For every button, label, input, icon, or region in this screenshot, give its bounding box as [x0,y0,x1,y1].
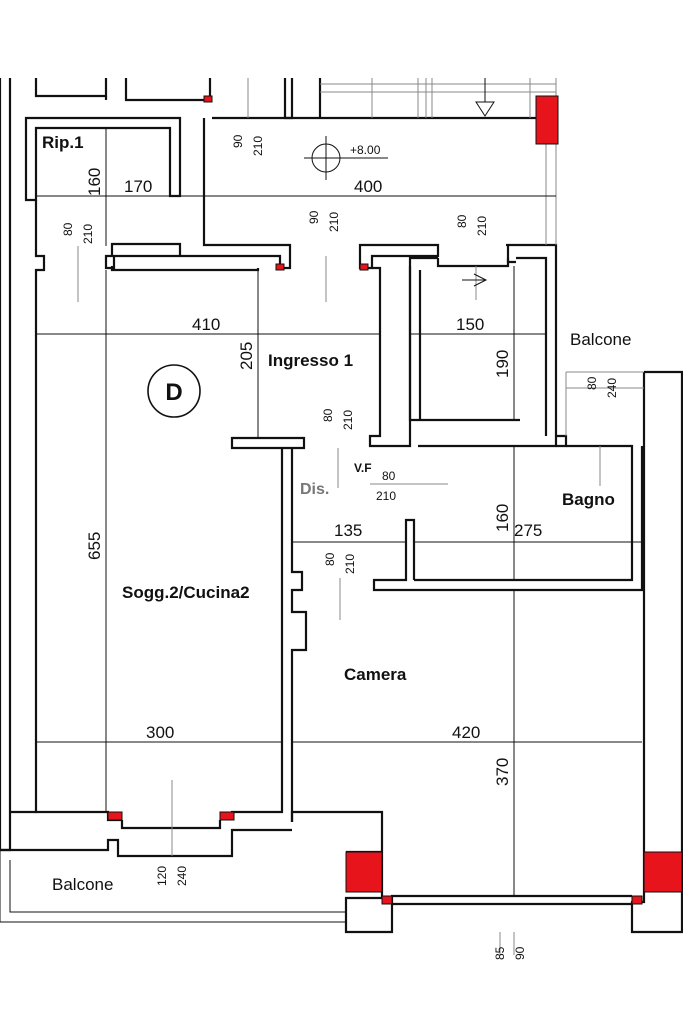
level-marker: +8.00 [304,136,388,180]
dim-top-room-width: 400 [354,177,382,196]
vf-width: 80 [382,469,396,483]
room-label-soggiorno: Sogg.2/Cucina2 [122,583,250,602]
bagno-window-width: 80 [585,376,599,390]
top-door-height: 210 [251,136,265,156]
dim-sogg-height: 655 [85,532,104,560]
ingresso-door-width: 90 [307,210,321,224]
rip-door-height: 210 [81,224,95,244]
cut-label-a: 85 [493,946,507,960]
dim-dis-width: 135 [334,521,362,540]
columns [107,95,683,905]
room-label-camera: Camera [344,665,407,684]
dim-rip-height: 160 [85,168,104,196]
dim-small-room-height: 190 [493,350,512,378]
dimension-lines [36,78,644,955]
dim-ingresso-width: 410 [192,315,220,334]
unit-label: D [165,379,182,406]
small-door-width: 80 [455,214,469,228]
dim-rip-width: 170 [124,177,152,196]
walls [0,78,683,934]
room-label-dis: Dis. [300,481,329,498]
dim-small-room-width: 150 [456,315,484,334]
room-label-bagno: Bagno [562,490,615,509]
dim-camera-height: 370 [493,758,512,786]
room-label-rip: Rip.1 [42,133,84,152]
rip-door-width: 80 [61,222,75,236]
dim-sogg-width: 300 [146,723,174,742]
dim-ingresso-height: 205 [237,342,256,370]
sogg-window-height: 240 [175,866,189,886]
dis-door-height: 210 [341,410,355,430]
top-door-width: 90 [231,134,245,148]
sogg-window-width: 120 [155,866,169,886]
room-label-balcone-right: Balcone [570,330,631,349]
level-mark-label: +8.00 [350,143,381,157]
dim-camera-width: 420 [452,723,480,742]
dis-door-width: 80 [321,408,335,422]
vf-label: V.F [354,461,372,475]
room-label-balcone-bottom: Balcone [52,875,113,894]
dim-bagno-width: 275 [514,521,542,540]
cut-label-b: 90 [513,946,527,960]
room-label-ingresso: Ingresso 1 [268,351,353,370]
dim-bagno-height: 160 [493,504,512,532]
ingresso-door-height: 210 [327,212,341,232]
bagno-window-height: 240 [605,378,619,398]
camera-door-height: 210 [343,554,357,574]
vf-height: 210 [376,489,396,503]
small-door-height: 210 [475,216,489,236]
camera-door-width: 80 [323,552,337,566]
unit-badge: D [147,364,201,418]
railing-top [320,78,557,245]
